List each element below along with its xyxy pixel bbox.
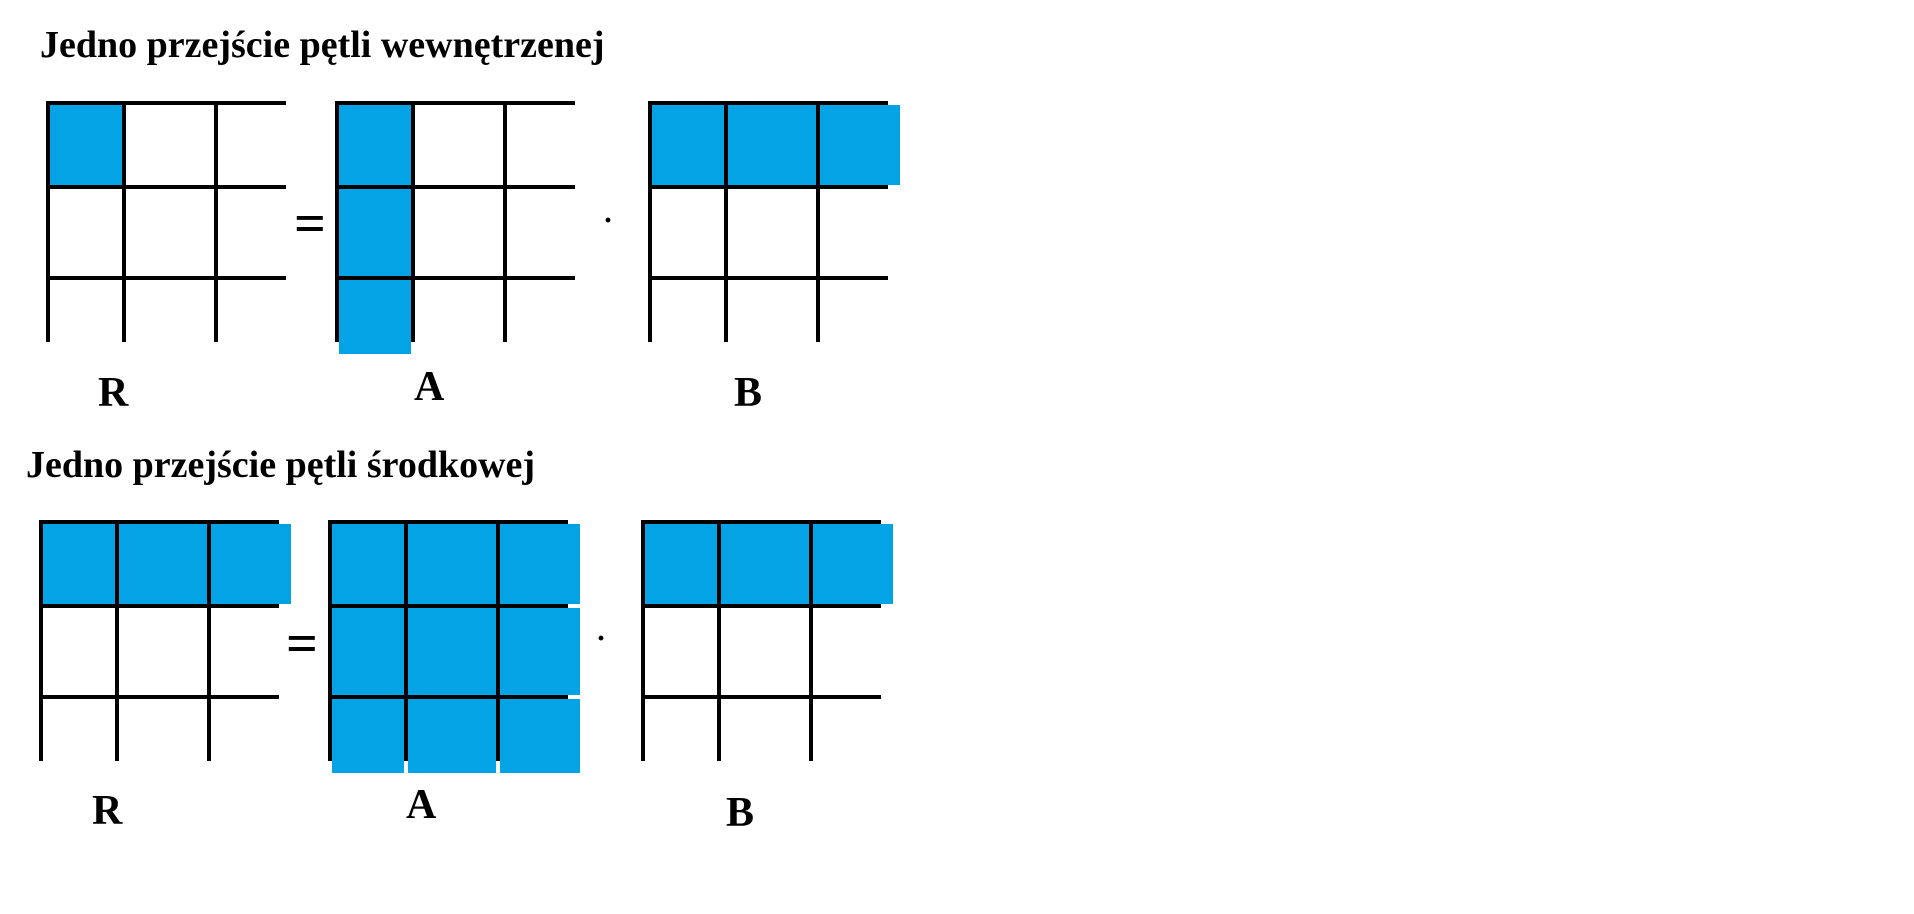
matrix-cell (332, 699, 404, 773)
matrix-cell (50, 189, 122, 276)
matrix-b (648, 101, 900, 354)
matrix-cell (813, 524, 893, 604)
matrix-cell (50, 280, 122, 354)
matrix-cell (721, 524, 809, 604)
section-title-inner-loop: Jedno przejście pętli wewnętrzenej (40, 24, 605, 66)
matrix-cell (507, 105, 587, 185)
matrix-cell (813, 699, 893, 773)
multiply-dot: · (596, 622, 607, 655)
matrix-cell (500, 699, 580, 773)
matrix-cell (218, 280, 298, 354)
matrix-label-b: B (726, 790, 755, 836)
matrix-cell (415, 280, 503, 354)
matrix-cell (211, 699, 291, 773)
matrix-cell (645, 608, 717, 695)
matrix-cell (652, 105, 724, 185)
matrix-cell (415, 189, 503, 276)
matrix-cell (218, 189, 298, 276)
matrix-cell (507, 280, 587, 354)
matrix-cell (500, 524, 580, 604)
matrix-cell (813, 608, 893, 695)
matrix-label-r: R (92, 788, 123, 834)
matrix-cell (126, 189, 214, 276)
matrix-cell (339, 280, 411, 354)
matrix-cell (500, 608, 580, 695)
matrix-cell (728, 105, 816, 185)
matrix-cell (728, 280, 816, 354)
matrix-label-b: B (734, 370, 763, 416)
matrix-cell (820, 189, 900, 276)
matrix-cell (119, 699, 207, 773)
matrix-cell (126, 280, 214, 354)
matrix-r (39, 520, 291, 773)
matrix-cell (332, 524, 404, 604)
equals-sign: = (294, 193, 326, 255)
matrix-cell (43, 524, 115, 604)
matrix-cell (43, 608, 115, 695)
matrix-cell (507, 189, 587, 276)
matrix-cell (645, 524, 717, 604)
matrix-cell (218, 105, 298, 185)
matrix-cell (645, 699, 717, 773)
matrix-cell (652, 189, 724, 276)
matrix-cell (652, 280, 724, 354)
matrix-cell (119, 524, 207, 604)
matrix-cell (332, 608, 404, 695)
matrix-cell (721, 608, 809, 695)
matrix-label-r: R (98, 370, 129, 416)
matrix-label-a: A (406, 782, 437, 828)
matrix-cell (415, 105, 503, 185)
matrix-label-a: A (414, 364, 445, 410)
section-title-middle-loop: Jedno przejście pętli środkowej (26, 444, 536, 486)
matrix-cell (43, 699, 115, 773)
multiply-dot: · (603, 204, 614, 237)
matrix-cell (211, 524, 291, 604)
matrix-cell (126, 105, 214, 185)
equals-sign: = (286, 613, 318, 675)
matrix-a (335, 101, 587, 354)
matrix-cell (339, 105, 411, 185)
matrix-cell (820, 280, 900, 354)
matrix-cell (119, 608, 207, 695)
matrix-cell (50, 105, 122, 185)
matrix-cell (408, 524, 496, 604)
matrix-cell (211, 608, 291, 695)
matrix-cell (339, 189, 411, 276)
matrix-cell (728, 189, 816, 276)
matrix-cell (408, 699, 496, 773)
matrix-r (46, 101, 298, 354)
matrix-cell (820, 105, 900, 185)
matrix-a (328, 520, 580, 773)
matrix-cell (408, 608, 496, 695)
matrix-b (641, 520, 893, 773)
matrix-cell (721, 699, 809, 773)
